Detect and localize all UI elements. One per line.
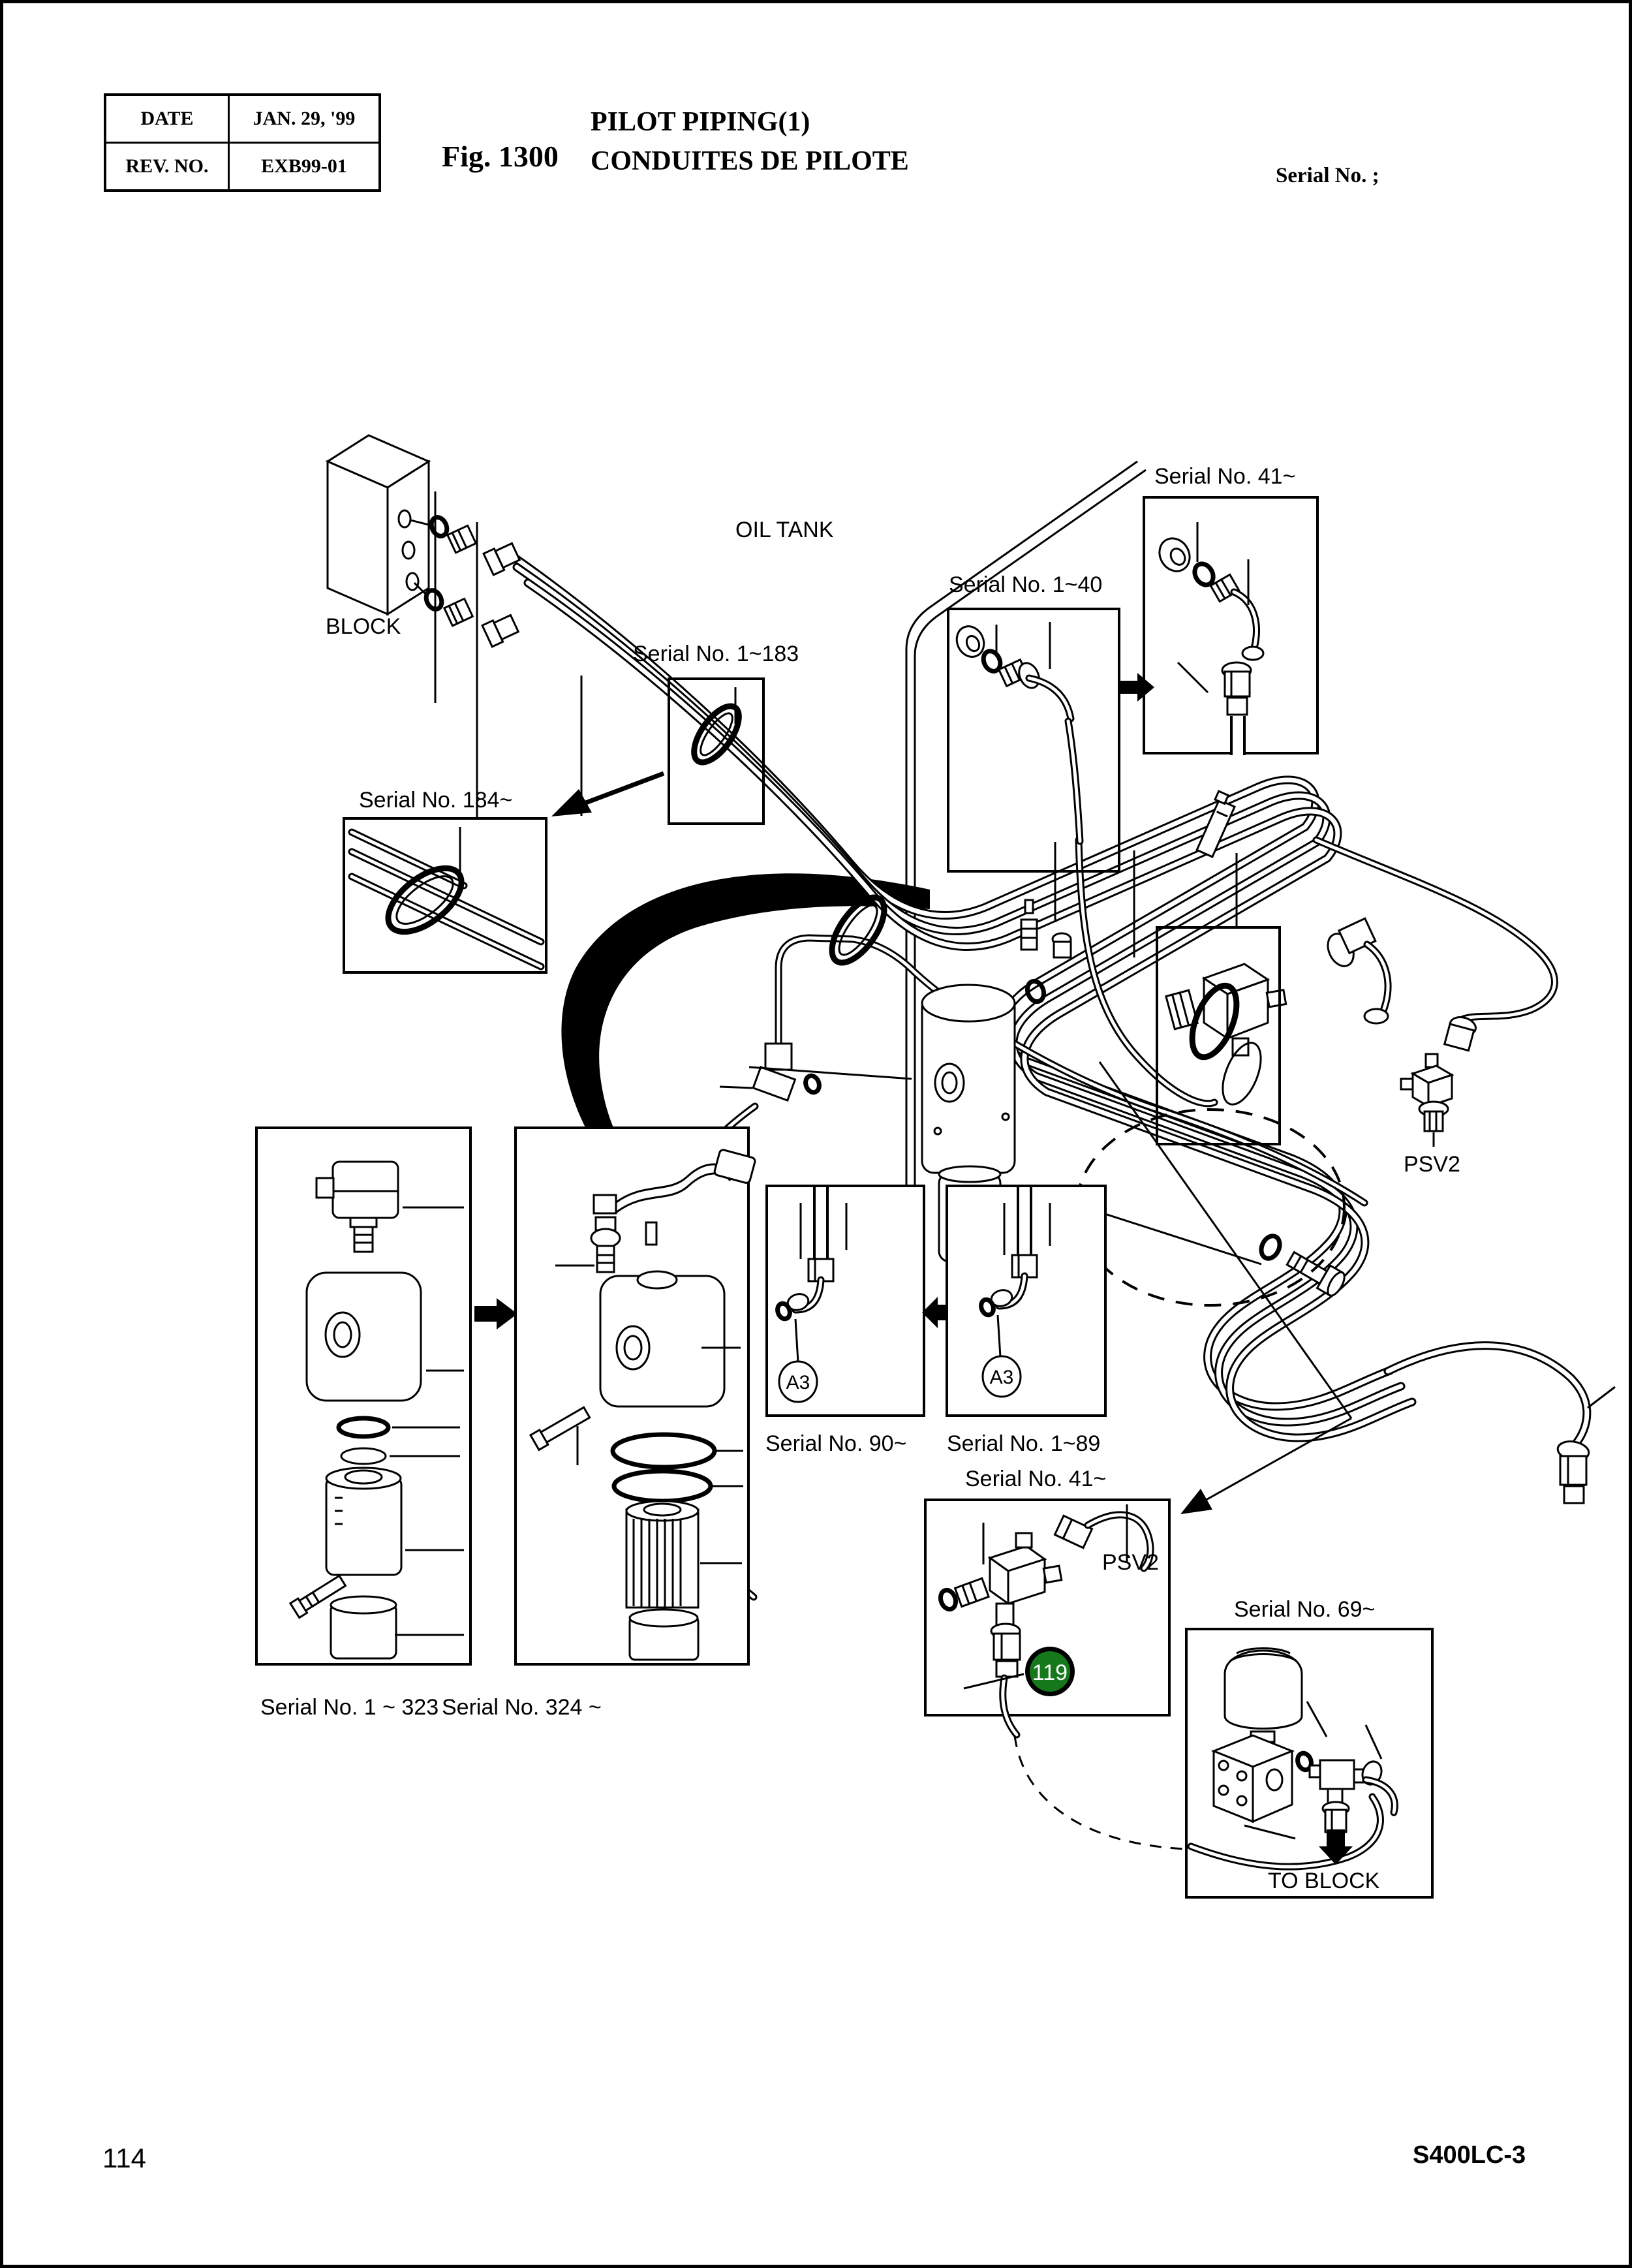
- serial-1-323-label: Serial No. 1 ~ 323: [260, 1695, 439, 1720]
- psv2-fitting-main: PSV2: [1400, 1016, 1477, 1177]
- inset-a3-serial-90: A3 Serial No. 90~: [765, 1186, 925, 1456]
- serial-184-label: Serial No. 184~: [359, 788, 512, 813]
- serial-69-label: Serial No. 69~: [1234, 1597, 1375, 1622]
- oil-tank-label: OIL TANK: [735, 518, 834, 542]
- psv2-main-label: PSV2: [1404, 1152, 1460, 1177]
- arrow-a3-boxes: [922, 1297, 947, 1328]
- inset-serial-184: Serial No. 184~: [343, 771, 665, 974]
- inset-a3-serial-1-89: A3 Serial No. 1~89: [946, 1186, 1107, 1456]
- page-number: 114: [102, 2143, 146, 2173]
- inset-serial-1-183: Serial No. 1~183: [633, 642, 799, 825]
- hose-end-right-lower: [1556, 1386, 1616, 1504]
- inset-serial-41-top: Serial No. 41~: [1120, 464, 1319, 755]
- band-clamp: [1195, 790, 1237, 858]
- serial-1-183-label: Serial No. 1~183: [633, 642, 799, 666]
- revision-table: DATE JAN. 29, '99 REV. NO. EXB99-01: [104, 93, 381, 192]
- page-title: PILOT PIPING(1) CONDUITES DE PILOTE: [591, 102, 909, 181]
- inset-filter-new: Serial No. 324 ~: [442, 1126, 756, 1720]
- inset-serial-1-40: Serial No. 1~40: [947, 572, 1120, 873]
- document-code: S400LC-3: [1413, 2141, 1526, 2169]
- date-value: JAN. 29, '99: [228, 93, 381, 144]
- item-119-badge: [1030, 1651, 1070, 1692]
- psv2-inset-label: PSV2: [1102, 1550, 1159, 1575]
- serial-1-89-label: Serial No. 1~89: [947, 1431, 1100, 1456]
- item-119-number: 119: [1032, 1660, 1068, 1685]
- date-label: DATE: [104, 93, 230, 144]
- a3-left-label: A3: [786, 1372, 810, 1393]
- pilot-filter-assembly: [719, 842, 1388, 1307]
- to-block-label: TO BLOCK: [1268, 1869, 1380, 1893]
- serial-324-label: Serial No. 324 ~: [442, 1695, 602, 1720]
- figure-number: Fig. 1300: [442, 140, 559, 173]
- title-english: PILOT PIPING(1): [591, 107, 810, 137]
- rev-value: EXB99-01: [228, 142, 381, 192]
- inset-filter-old: Serial No. 1 ~ 323: [255, 1126, 472, 1720]
- block-label: BLOCK: [326, 614, 401, 639]
- inset-clamp-unlabeled: [1156, 926, 1281, 1145]
- serial-41-top-label: Serial No. 41~: [1154, 464, 1295, 489]
- title-french: CONDUITES DE PILOTE: [591, 146, 909, 176]
- hose-clamp-rings: [691, 703, 1237, 966]
- inset-serial-41-mid: Serial No. 41~ PSV2: [924, 1061, 1353, 1735]
- arrow-filter-boxes: [474, 1298, 517, 1329]
- serial-1-40-label: Serial No. 1~40: [949, 572, 1102, 597]
- hose-right-lower: [1388, 1346, 1587, 1447]
- a3-right-label: A3: [990, 1367, 1014, 1388]
- pilot-piping-diagram: PSV2 Serial No. 1~183: [255, 434, 1616, 1899]
- rev-label: REV. NO.: [104, 142, 230, 192]
- serial-90-label: Serial No. 90~: [765, 1431, 906, 1456]
- serial-41-mid-label: Serial No. 41~: [965, 1467, 1106, 1491]
- serial-note: Serial No. ;: [1276, 164, 1379, 187]
- dashed-link: [1013, 1735, 1186, 1850]
- inset-serial-69: Serial No. 69~ TO B: [1185, 1597, 1434, 1899]
- oil-tank-outline: [905, 460, 1147, 1196]
